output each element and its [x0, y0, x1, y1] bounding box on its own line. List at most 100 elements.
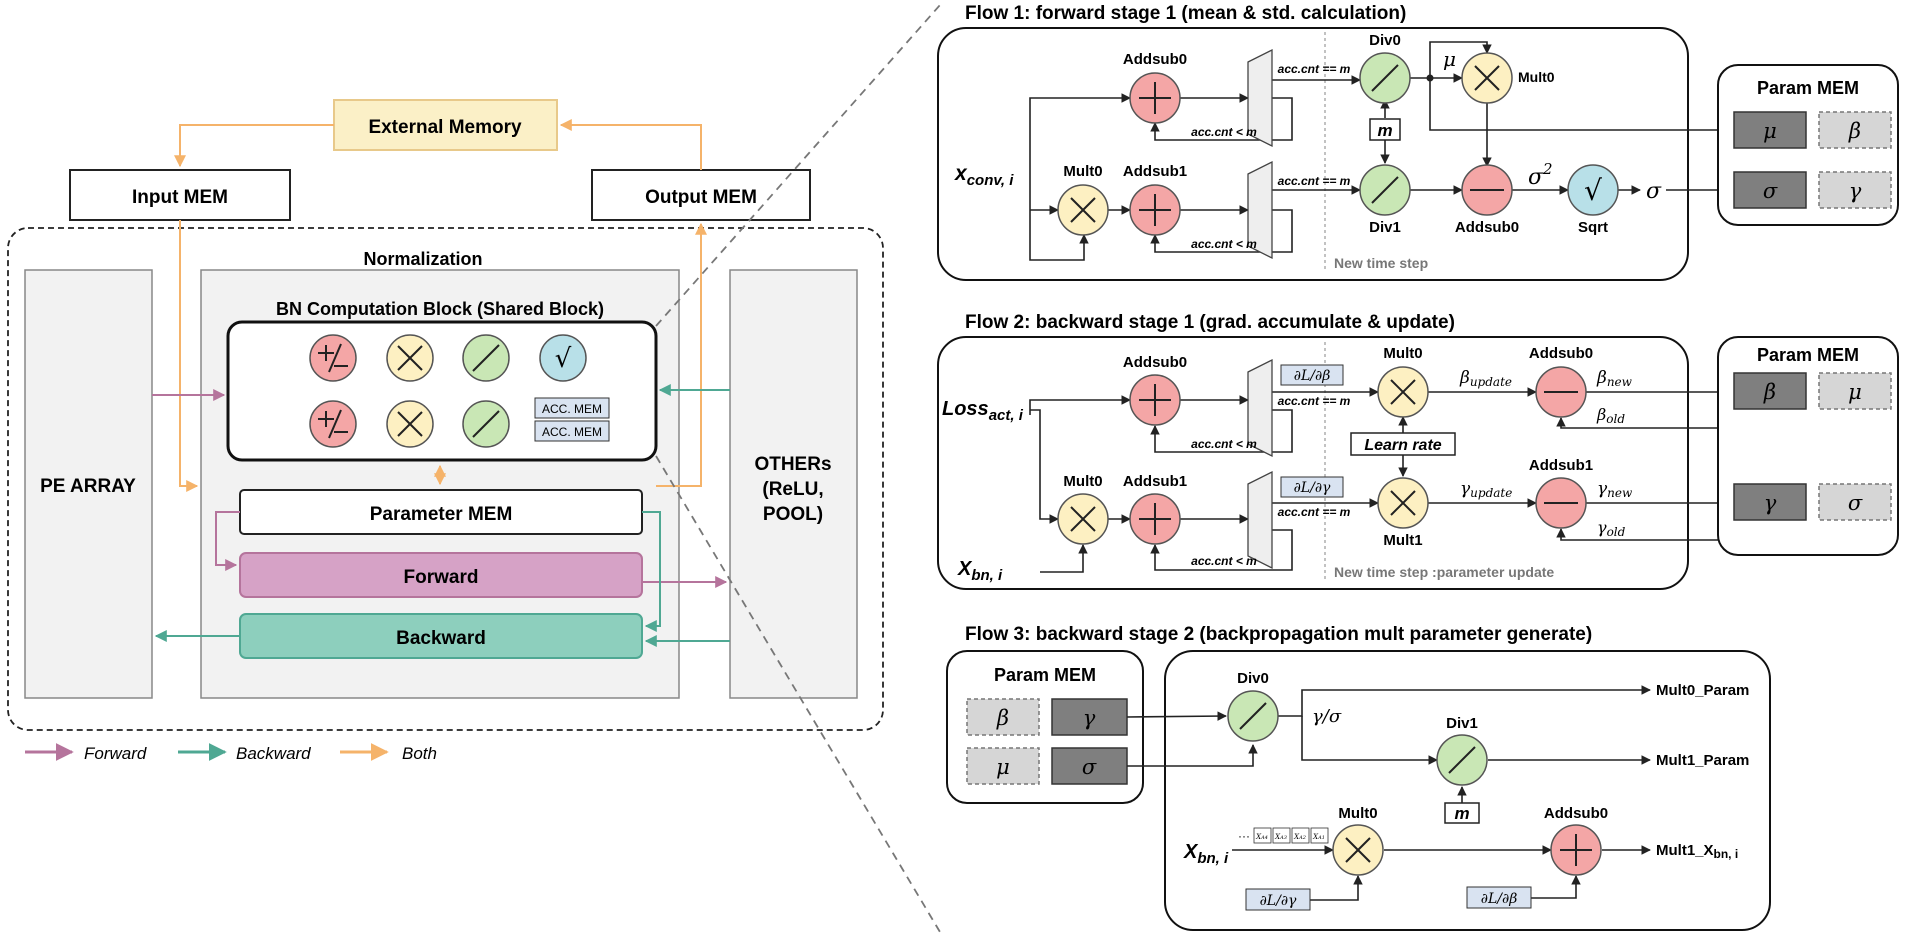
f2-param-sigma-label: σ [1848, 491, 1863, 515]
mult-unit-1 [386, 334, 434, 382]
f1-param-beta-label: β [1848, 119, 1861, 143]
f3-m-box [1444, 802, 1480, 824]
f3-div1-label: Div1 [1446, 715, 1478, 732]
f1-param-beta [1818, 111, 1892, 149]
f3-wire-sigma-div0 [1127, 744, 1258, 767]
f2-wire-x-mult0 [1040, 544, 1088, 573]
f2-mux1 [1247, 470, 1273, 570]
f3-div1-unit [1436, 734, 1488, 786]
f2-param-mu-label: μ [1848, 380, 1862, 404]
f1-wire-mu-param [1429, 78, 1729, 135]
f1-mux1 [1247, 160, 1273, 260]
f2-addsub1-label: Addsub1 [1123, 473, 1187, 490]
f2-addsub0-label: Addsub0 [1123, 354, 1187, 371]
f1-acc-eq-top: acc.cnt == m [1278, 62, 1351, 76]
f3-dl-dgamma-label: ∂L/∂γ [1260, 893, 1297, 909]
output-to-ext-arrow [559, 119, 702, 170]
svg-text:XA2: XA2 [1293, 833, 1306, 841]
addsub-unit-2 [309, 400, 357, 448]
f3-wire-div0-div1 [1301, 716, 1438, 765]
f2-mult0-label: Mult0 [1063, 473, 1102, 490]
flow3-box [1164, 650, 1771, 931]
f3-param-beta-label: β [996, 706, 1009, 730]
f2-mux0 [1247, 358, 1273, 458]
f2-addsub1b-unit [1535, 477, 1587, 529]
f1-sqrt-unit: √ [1567, 164, 1619, 216]
f2-wire-mux0-feedback [1150, 409, 1293, 453]
svg-text:XA1: XA1 [1312, 833, 1325, 841]
f1-param-gamma [1818, 171, 1892, 209]
acc-mem-1 [534, 397, 610, 419]
f3-x-item-1: XA3 [1272, 827, 1291, 844]
f3-gamma-over-sigma: γ/σ [1312, 706, 1342, 727]
architecture-overview: External Memory Input MEM Output MEM Nor… [7, 4, 941, 933]
f1-sigma-symbol: σ [1646, 179, 1662, 204]
f2-addsub0-unit [1129, 374, 1181, 426]
pe-array-label: PE ARRAY [40, 476, 136, 497]
f1-param-gamma-label: γ [1849, 179, 1862, 203]
f1-acc-eq-bottom: acc.cnt == m [1278, 174, 1351, 188]
f1-mult0-label: Mult0 [1063, 163, 1102, 180]
flow1-new-time-step: New time step [1334, 255, 1428, 271]
f1-param-sigma-label: σ [1763, 179, 1778, 203]
f3-wire-dgamma-mult0 [1310, 875, 1363, 901]
f2-mult0b-unit [1377, 366, 1429, 418]
f1-sqrt-icon: √ [1584, 174, 1602, 207]
f3-addsub0-label: Addsub0 [1544, 805, 1608, 822]
f3-div0-label: Div0 [1237, 670, 1269, 687]
div-unit-1 [462, 334, 510, 382]
f2-acc-lt-top: acc.cnt < m [1191, 437, 1257, 451]
f1-mult0b-unit [1461, 52, 1513, 104]
flow1-title: Flow 1: forward stage 1 (mean & std. cal… [965, 3, 1406, 24]
f3-out-mult0-param: Mult0_Param [1656, 682, 1749, 699]
legend-backward-label: Backward [236, 744, 311, 763]
addsub-unit-1 [309, 334, 357, 382]
f1-param-mem-label: Param MEM [1757, 78, 1859, 98]
f3-param-gamma-label: γ [1083, 706, 1096, 730]
f2-beta-old: βold [1596, 405, 1625, 426]
f1-wire-mu-square [1429, 41, 1492, 78]
f2-gamma-old: γold [1597, 518, 1626, 539]
f2-param-mem-label: Param MEM [1757, 345, 1859, 365]
forward-block [239, 552, 643, 598]
legend-both-label: Both [402, 744, 437, 763]
f1-wire-in-mult-bottom [1029, 210, 1089, 261]
f2-gamma-update: γupdate [1460, 479, 1512, 500]
f3-x-label: Xbn, i [1183, 841, 1229, 867]
f2-mult0-unit [1057, 493, 1109, 545]
f2-acc-eq-bottom: acc.cnt == m [1278, 505, 1351, 519]
sqrt-unit: √ [539, 334, 587, 382]
f1-sigma2-symbol: σ2 [1528, 160, 1553, 190]
f3-param-mu-label: μ [996, 755, 1010, 779]
f3-dl-dbeta-box [1466, 886, 1532, 909]
f1-mult0-unit [1057, 184, 1109, 236]
f1-div1-label: Div1 [1369, 219, 1401, 236]
f1-wire-in-top [1029, 93, 1131, 210]
f3-div0-unit [1227, 690, 1279, 742]
sqrt-icon: √ [555, 344, 572, 374]
f3-wire-div0-mult0param [1278, 685, 1651, 717]
others-box [729, 269, 858, 699]
f3-param-mu [966, 747, 1040, 785]
f2-addsub1-unit [1129, 493, 1181, 545]
zoom-line-top [655, 4, 941, 327]
f2-learn-rate-box [1350, 432, 1456, 456]
input-mem-arrow [179, 220, 199, 492]
svg-text:XA3: XA3 [1274, 833, 1287, 841]
input-mem-box [69, 169, 291, 221]
f1-m-box [1369, 118, 1401, 141]
f1-sqrt-label: Sqrt [1578, 219, 1608, 236]
f1-param-sigma [1733, 171, 1807, 209]
f2-dl-dgamma-label: ∂L/∂γ [1294, 480, 1331, 496]
f1-addsub0b-unit [1461, 164, 1513, 216]
f1-addsub0b-label: Addsub0 [1455, 219, 1519, 236]
acc-mem-1-label: ACC. MEM [542, 402, 602, 416]
f1-param-mu-label: μ [1763, 119, 1777, 143]
flow2-new-time-step: New time step :parameter update [1334, 564, 1554, 580]
f1-wire-mux0-feedback [1150, 97, 1293, 141]
f2-addsub0b-label: Addsub0 [1529, 345, 1593, 362]
f1-mult0b-label: Mult0 [1518, 69, 1555, 85]
f2-dl-dgamma-box [1280, 476, 1344, 498]
f3-x-item-3: XA1 [1310, 827, 1329, 844]
